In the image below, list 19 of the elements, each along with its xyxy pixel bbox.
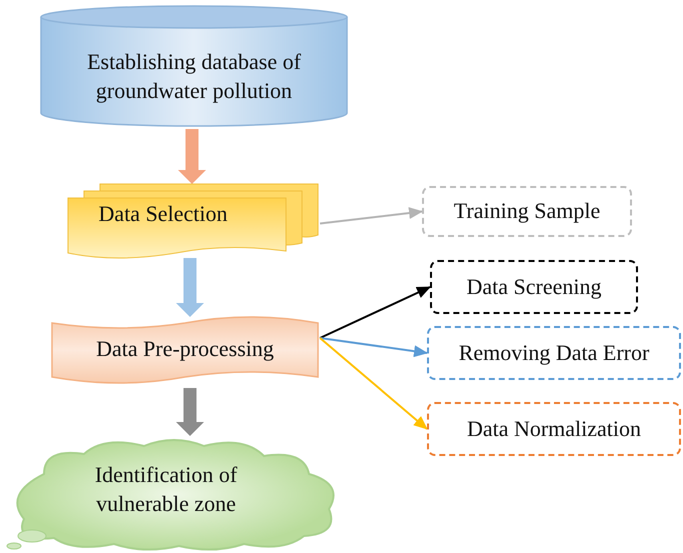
arrow: [320, 207, 423, 224]
arrow: [320, 337, 428, 358]
arrow: [320, 286, 431, 339]
block-arrow: [178, 129, 206, 184]
arrow: [319, 337, 428, 430]
node-label: Data Pre-processing: [96, 334, 274, 363]
node-label: Removing Data Error: [458, 338, 650, 367]
dashed-box: [430, 260, 638, 314]
block-arrow: [176, 388, 204, 436]
node-label: Training Sample: [454, 197, 600, 226]
node-label: Data Screening: [466, 272, 602, 301]
node-label: Data Normalization: [466, 414, 642, 443]
node-label: Data Selection: [98, 200, 228, 228]
dashed-box: [427, 402, 681, 456]
node-label: Identification of vulnerable zone: [94, 461, 238, 518]
dashed-box: [427, 326, 681, 380]
block-arrow: [176, 258, 204, 317]
node-label: Establishing database of groundwater pollution: [86, 48, 302, 105]
dashed-box: [422, 186, 632, 237]
